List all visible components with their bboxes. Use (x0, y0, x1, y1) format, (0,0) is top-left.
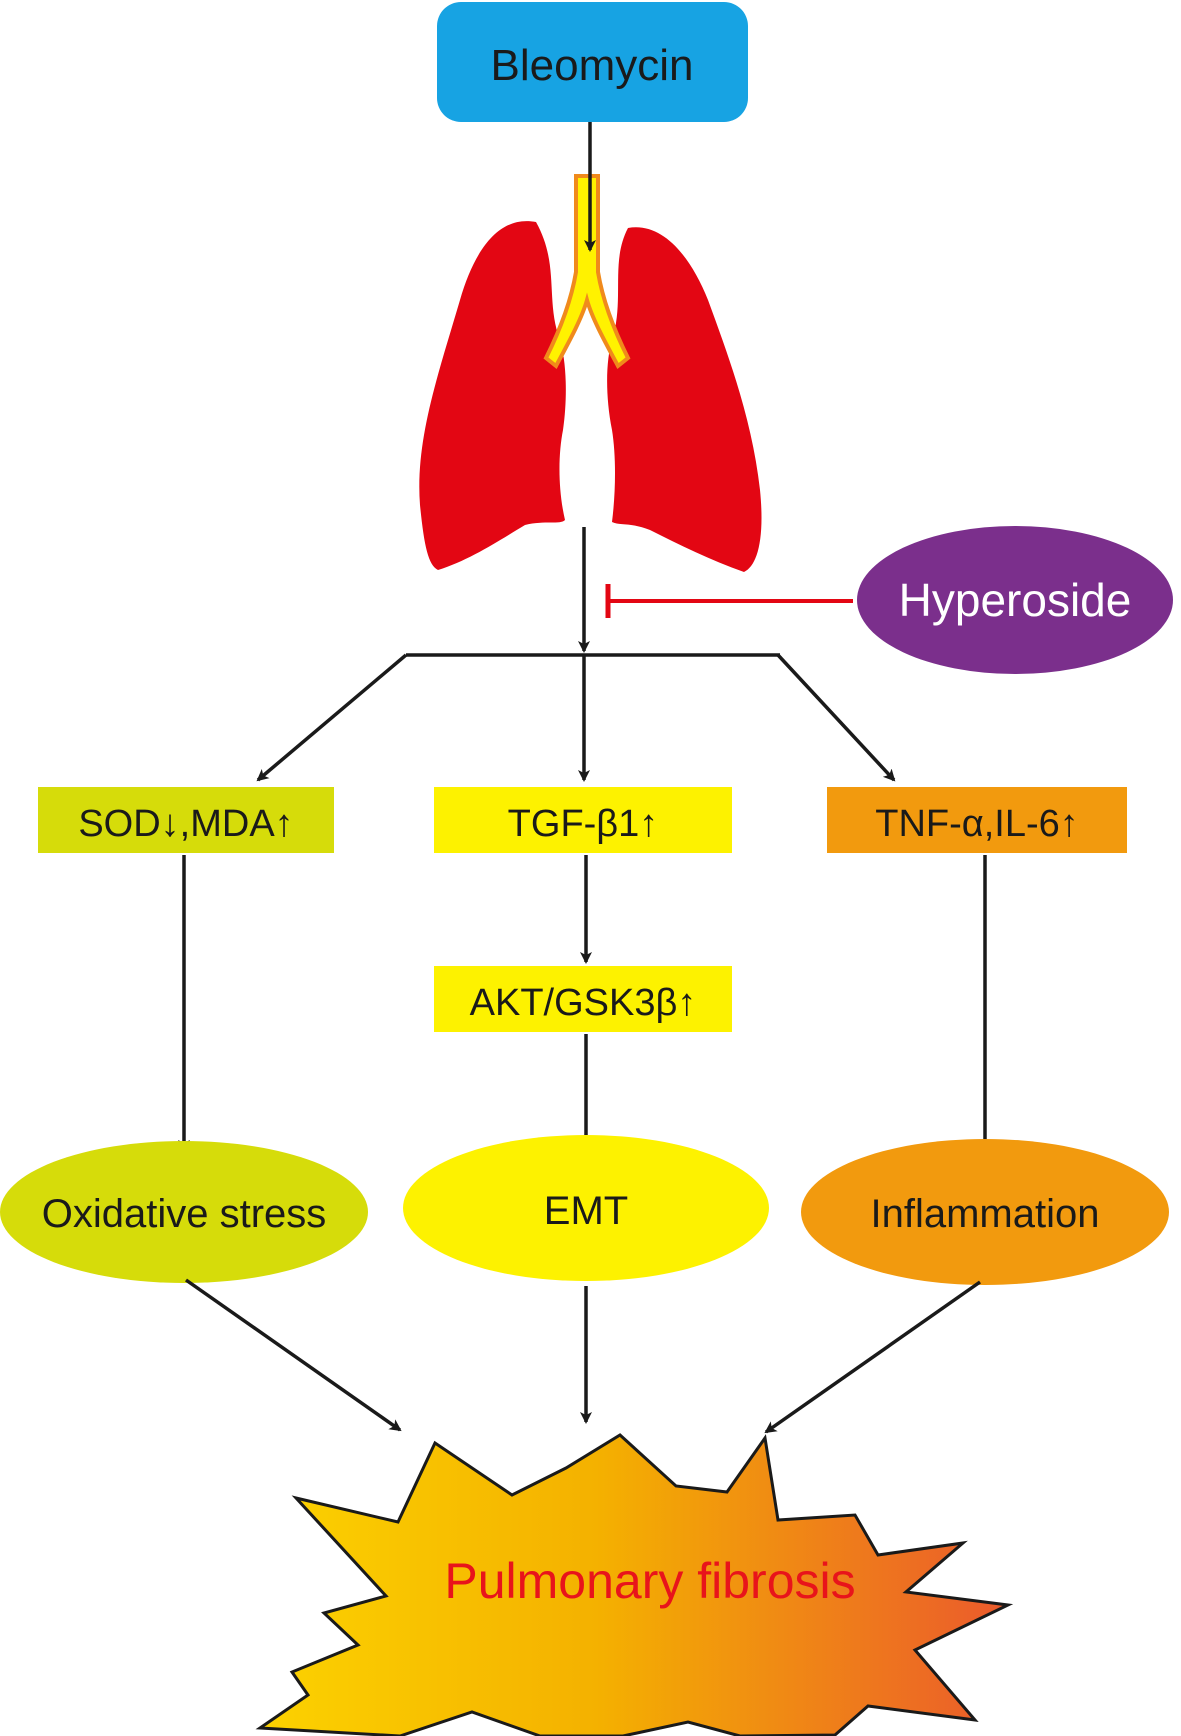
fibrosis-connectors (184, 1278, 982, 1434)
emt-label: EMT (544, 1189, 628, 1233)
pulmonary-fibrosis-label: Pulmonary fibrosis (444, 1553, 855, 1609)
vertical-connectors (178, 855, 991, 1152)
branch-to-tnf-arrow (776, 653, 896, 782)
sod-mda-label: SOD↓,MDA↑ (78, 803, 293, 845)
pulmonary-fibrosis-node: Pulmonary fibrosis (255, 1433, 1014, 1736)
inflammation-to-fibrosis-arrow (764, 1280, 982, 1434)
inflammation-label: Inflammation (871, 1192, 1100, 1236)
akt-node: AKT/GSK3β↑ (434, 966, 732, 1032)
bleomycin-label: Bleomycin (491, 41, 694, 90)
akt-label: AKT/GSK3β↑ (470, 982, 697, 1024)
oxidative-to-fibrosis-arrow (184, 1278, 402, 1432)
tgf-node: TGF-β1↑ (434, 787, 732, 853)
tgf-label: TGF-β1↑ (508, 803, 659, 845)
lungs-illustration (419, 174, 762, 572)
tnf-node: TNF-α,IL-6↑ (827, 787, 1127, 853)
branch-to-sod-arrow (256, 653, 408, 782)
sod-mda-node: SOD↓,MDA↑ (38, 787, 334, 853)
oxidative-stress-node: Oxidative stress (0, 1141, 368, 1283)
left-lung-shape (419, 221, 566, 570)
inhibition-line (605, 584, 853, 618)
fibrosis-starburst-shape (255, 1433, 1014, 1736)
right-lung-shape (607, 227, 762, 572)
tnf-label: TNF-α,IL-6↑ (875, 803, 1079, 845)
emt-node: EMT (403, 1135, 769, 1281)
hyperoside-label: Hyperoside (899, 574, 1132, 626)
inflammation-node: Inflammation (801, 1139, 1169, 1285)
oxidative-stress-label: Oxidative stress (42, 1192, 327, 1236)
hyperoside-node: Hyperoside (857, 526, 1173, 674)
branch-connectors (256, 122, 896, 782)
bleomycin-node: Bleomycin (437, 2, 748, 122)
trachea-shape (543, 174, 631, 370)
